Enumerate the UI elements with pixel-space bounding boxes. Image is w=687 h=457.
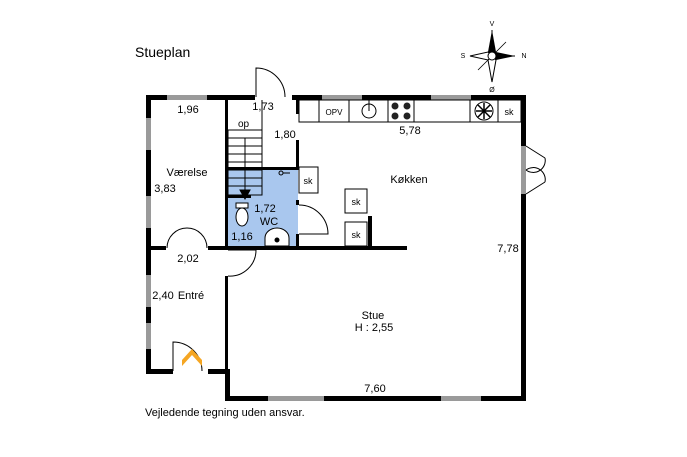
entrance-arrow-icon: [182, 349, 202, 366]
opv-label: OPV: [326, 108, 344, 117]
stair-label: op: [238, 119, 250, 130]
dim-wc-side: 1,16: [231, 231, 252, 243]
room-name-wc: WC: [260, 216, 278, 228]
cabinets: [298, 166, 368, 247]
compass-east-label: V: [490, 21, 495, 28]
sink-icon: [361, 100, 377, 119]
dim-vaerelse-side: 3,83: [154, 183, 175, 195]
tap-icon: [278, 170, 290, 176]
compass-south-label: S: [461, 53, 466, 60]
toilet-icon: [235, 202, 249, 227]
dim-entre-top: 2,02: [177, 253, 198, 265]
doors: [166, 67, 546, 372]
dim-vaerelse-top: 1,96: [177, 104, 198, 116]
dim-kokken-top: 5,78: [399, 125, 420, 137]
dim-stue-bottom: 7,60: [364, 383, 385, 395]
cabinet-label: sk: [352, 230, 362, 240]
stue-ceiling-height: H : 2,55: [355, 322, 394, 334]
dim-stue-side: 7,78: [497, 243, 518, 255]
cabinet-label: sk: [304, 176, 314, 186]
room-name-vaerelse: Værelse: [167, 167, 208, 179]
dim-entre-side: 2,40: [152, 290, 173, 302]
cabinet-label: sk: [505, 107, 515, 117]
stove-icon: [391, 102, 411, 120]
staircase: [227, 100, 263, 201]
compass-rose-icon: V Ø S N: [461, 21, 527, 94]
room-name-stue: Stue: [362, 310, 385, 322]
plan-title: Stueplan: [135, 44, 191, 60]
windows: [146, 95, 526, 401]
disclaimer-text: Vejledende tegning uden ansvar.: [145, 407, 305, 419]
interior-walls: [146, 95, 407, 372]
washbasin-icon: [264, 227, 290, 247]
room-name-entre: Entré: [178, 290, 204, 302]
compass-north-label: N: [521, 53, 526, 60]
fan-icon: [474, 101, 494, 121]
cabinet-label: sk: [352, 197, 362, 207]
dim-wc-top: 1,72: [254, 203, 275, 215]
compass-west-label: Ø: [489, 87, 495, 94]
dim-stair-side: 1,80: [274, 129, 295, 141]
room-name-kokken: Køkken: [390, 174, 427, 186]
dim-stair-top: 1,73: [252, 101, 273, 113]
